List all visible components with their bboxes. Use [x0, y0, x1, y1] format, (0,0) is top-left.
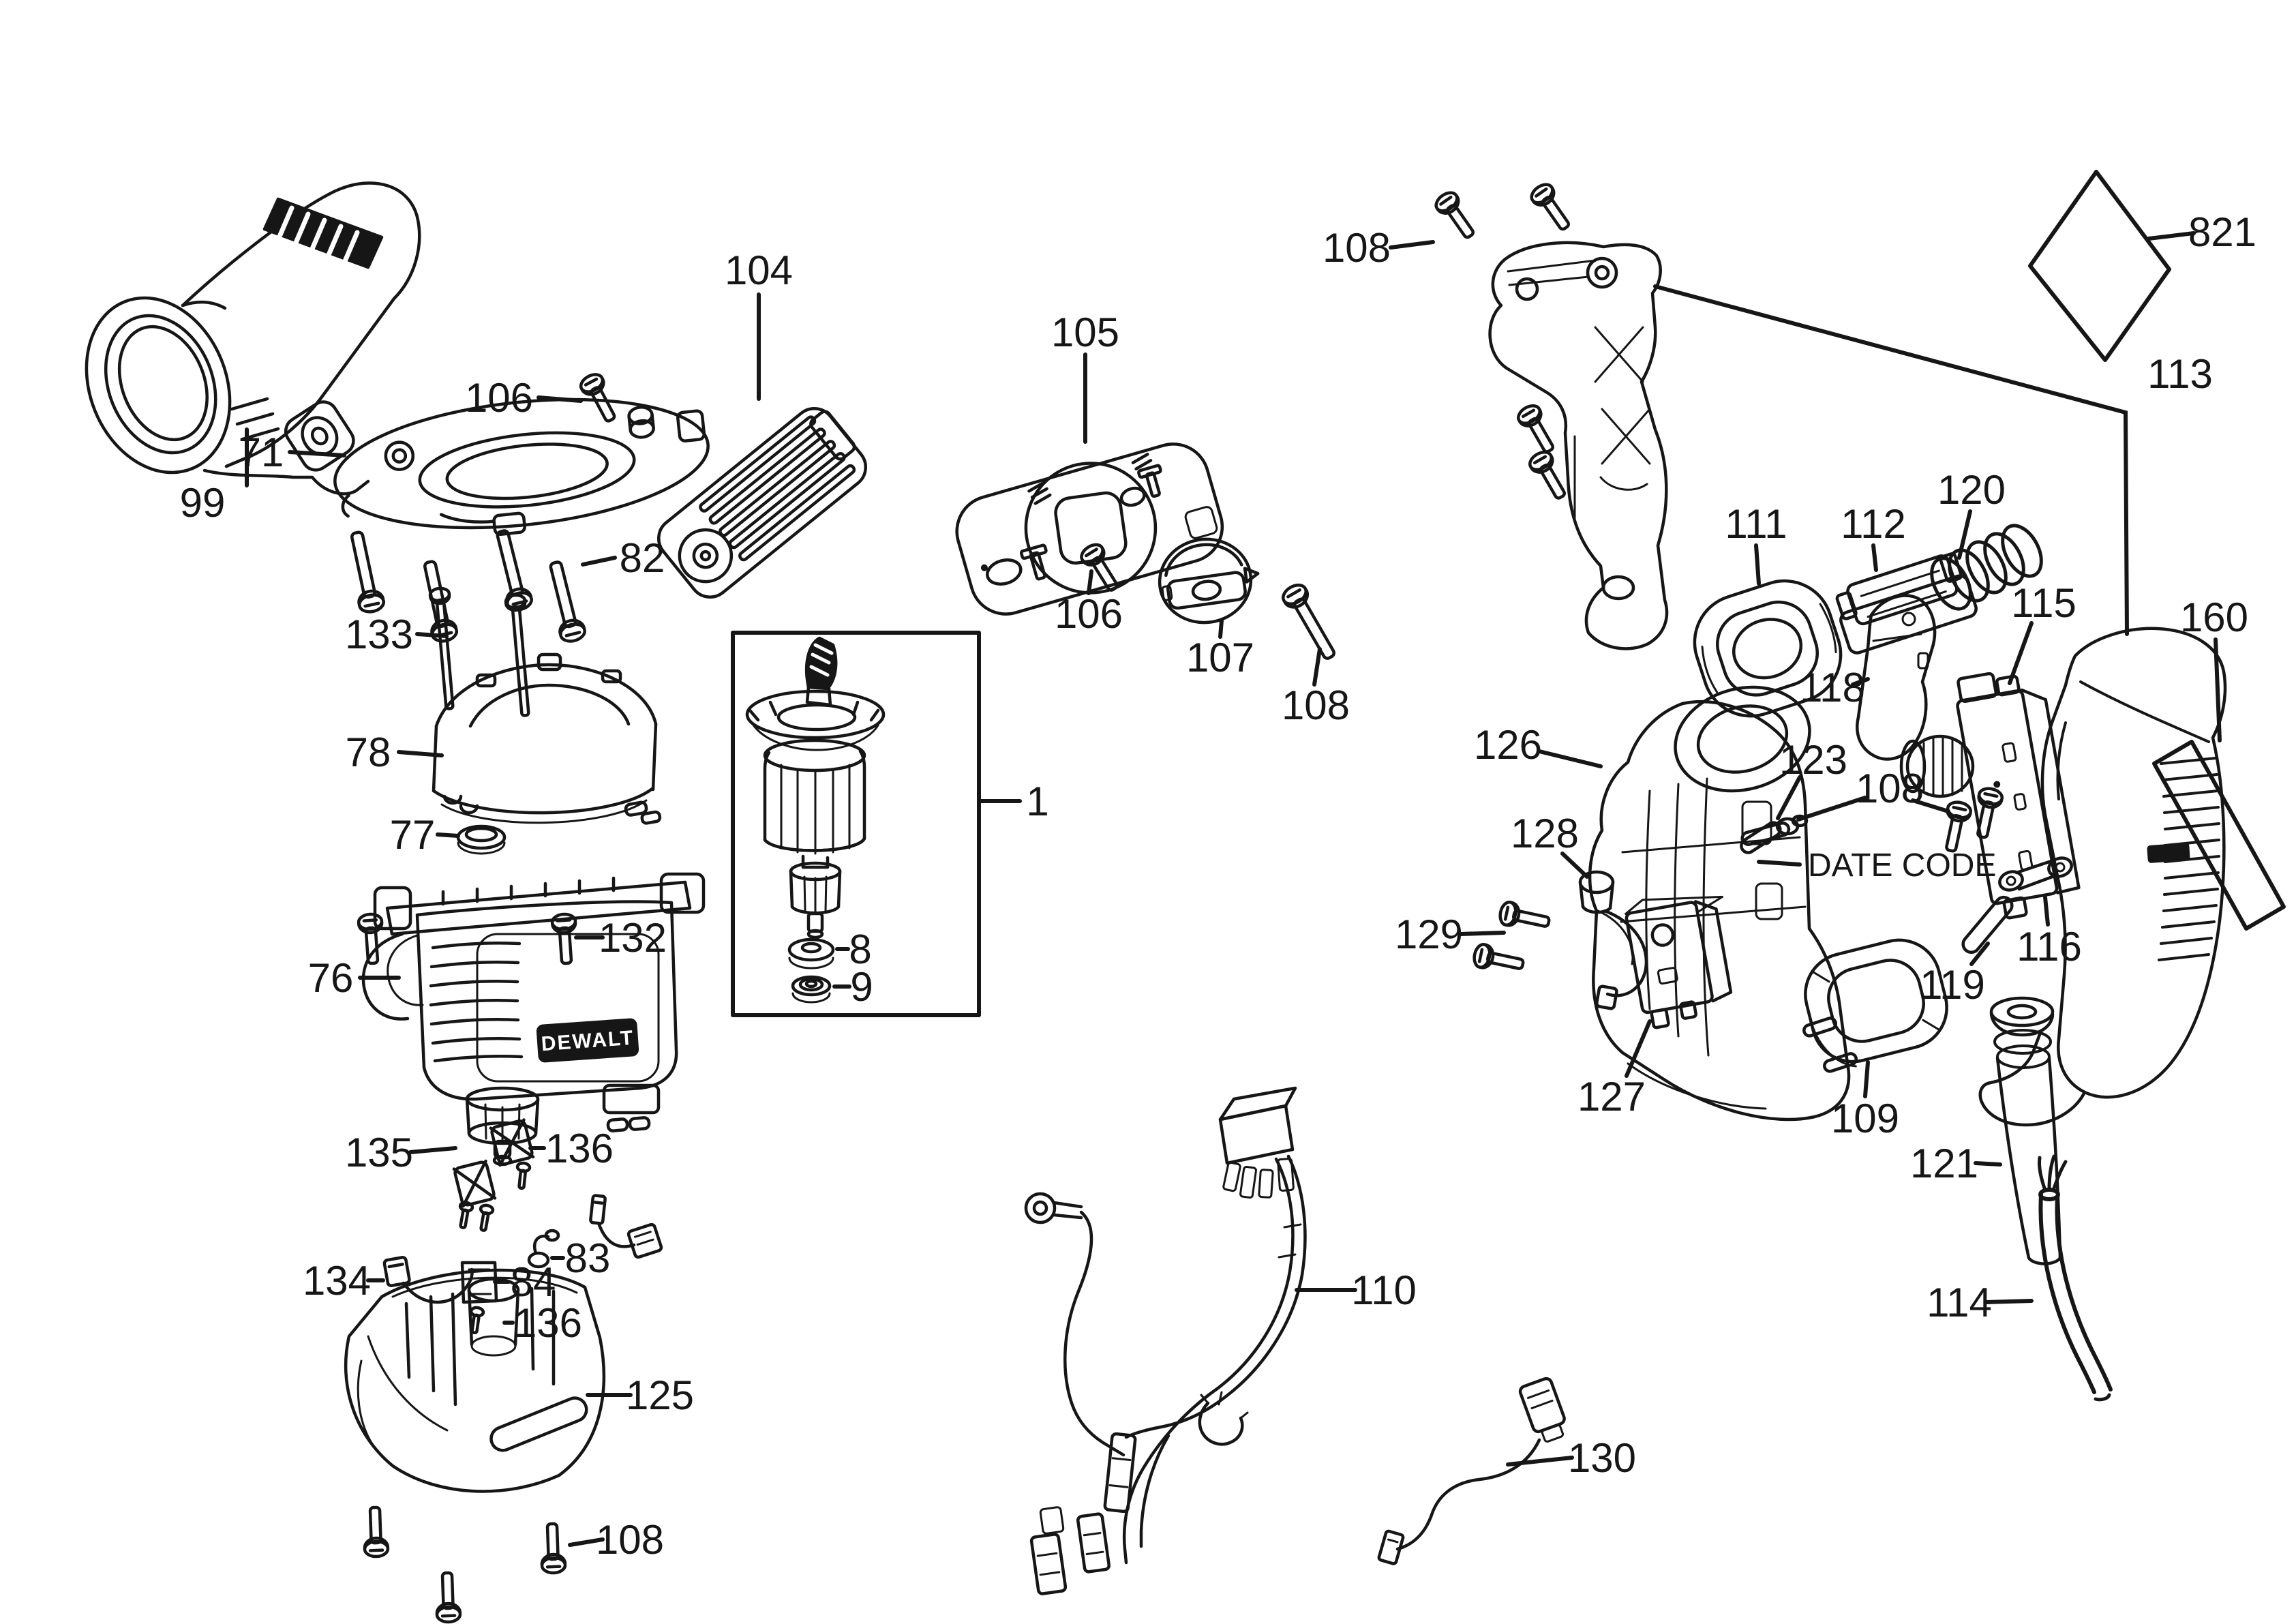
part-screw	[1527, 449, 1571, 502]
callout-128: 128	[1511, 811, 1579, 856]
part-lead-wire	[1377, 1377, 1566, 1565]
callout-135: 135	[345, 1130, 413, 1175]
callout-106b: 106	[1055, 591, 1123, 637]
callout-160: 160	[2180, 595, 2248, 640]
callout-120: 120	[1937, 467, 2006, 513]
date-code-annotation: DATE CODE	[1808, 847, 1996, 884]
callout-71: 71	[239, 430, 284, 475]
part-switch	[1956, 672, 2081, 920]
callout-115: 115	[2011, 580, 2076, 626]
callout-105: 105	[1051, 310, 1119, 355]
callout-123: 123	[1779, 737, 1847, 783]
part-brush-cluster	[382, 1118, 663, 1334]
part-gasket-boot	[1804, 938, 1948, 1068]
callout-104: 104	[725, 247, 793, 293]
part-spring	[1930, 524, 2043, 611]
callout-121: 121	[1910, 1141, 1978, 1186]
callout-126: 126	[1474, 722, 1542, 768]
part-mode-dial	[1158, 537, 1260, 625]
callout-labels: 99 71 106 104 82 133 78 77 76 132 135 13…	[180, 209, 2256, 1563]
part-bearing-9	[791, 975, 832, 997]
part-screws-108c	[1433, 181, 1575, 242]
part-long-screws-133	[429, 588, 534, 717]
callout-130: 130	[1568, 1435, 1636, 1481]
callout-108c: 108	[1323, 225, 1391, 271]
callout-821: 821	[2188, 209, 2256, 255]
callout-132: 132	[599, 915, 667, 961]
part-outer-handle-half	[1978, 627, 2227, 1127]
callout-77: 77	[390, 812, 436, 858]
part-trigger	[1856, 594, 1937, 761]
part-screw	[1515, 402, 1560, 456]
callout-82: 82	[620, 535, 665, 581]
callout-134: 134	[303, 1258, 371, 1304]
callout-110: 110	[1351, 1267, 1417, 1313]
part-bearing-8	[787, 937, 835, 962]
leader-lines	[245, 231, 2222, 1547]
part-nameplate-label	[2152, 740, 2286, 931]
part-pin-123	[1740, 814, 1809, 854]
callout-108a: 108	[596, 1517, 664, 1563]
part-retaining-clip	[1998, 856, 2073, 892]
part-warning-label-diamond	[2028, 170, 2171, 362]
part-pin-119	[1961, 895, 2014, 954]
callout-1: 1	[1026, 779, 1048, 824]
part-baffle-plate	[333, 397, 710, 537]
part-threaded-plug	[1899, 734, 1975, 798]
part-motor-housing	[361, 872, 706, 1167]
part-screw-108b	[1280, 582, 1341, 663]
callout-106a: 106	[465, 375, 533, 421]
callout-9: 9	[850, 964, 873, 1010]
part-power-cord	[2038, 1154, 2113, 1402]
part-end-cap	[344, 1268, 606, 1493]
part-armature-assembly	[731, 631, 981, 1017]
callout-113: 113	[2147, 351, 2213, 397]
part-boot-grommet	[1693, 579, 1843, 718]
callout-118: 118	[1800, 665, 1865, 710]
part-wire-harness	[1024, 1086, 1307, 1595]
callout-116: 116	[2016, 924, 2082, 969]
callout-107: 107	[1186, 635, 1254, 680]
part-front-motor-housing	[85, 181, 421, 496]
callout-84: 84	[511, 1259, 556, 1305]
callout-119: 119	[1920, 962, 1985, 1008]
part-field-stator	[432, 652, 662, 825]
callout-129: 129	[1395, 912, 1463, 957]
callout-133: 133	[345, 612, 413, 657]
callout-114: 114	[1927, 1280, 1992, 1325]
callout-109: 109	[1831, 1096, 1899, 1141]
part-screws-129	[1472, 901, 1551, 976]
callout-83: 83	[565, 1235, 611, 1281]
callout-99: 99	[180, 480, 226, 526]
part-switch-module	[1625, 895, 1733, 1029]
callout-136a: 136	[545, 1126, 614, 1171]
callout-112: 112	[1841, 501, 1906, 547]
part-pin-and-screws-108d	[1740, 787, 2004, 853]
callout-78: 78	[346, 730, 391, 775]
part-left-housing-half	[1588, 685, 1858, 1122]
callout-111: 111	[1725, 501, 1787, 547]
part-screws-108a	[363, 1507, 565, 1622]
callout-136b: 136	[514, 1300, 582, 1346]
part-spacer-ring	[456, 824, 507, 855]
callout-127: 127	[1577, 1074, 1646, 1119]
callout-8: 8	[849, 927, 871, 972]
part-inner-housing-half	[1488, 241, 1669, 650]
part-cord-protector	[1578, 870, 1648, 1010]
callout-108b: 108	[1282, 682, 1350, 728]
callout-125: 125	[626, 1372, 694, 1418]
part-handle-tube	[1989, 996, 2062, 1265]
callout-108d: 108	[1856, 766, 1924, 811]
callout-76: 76	[308, 955, 354, 1001]
part-vented-cover-plate	[657, 406, 868, 599]
